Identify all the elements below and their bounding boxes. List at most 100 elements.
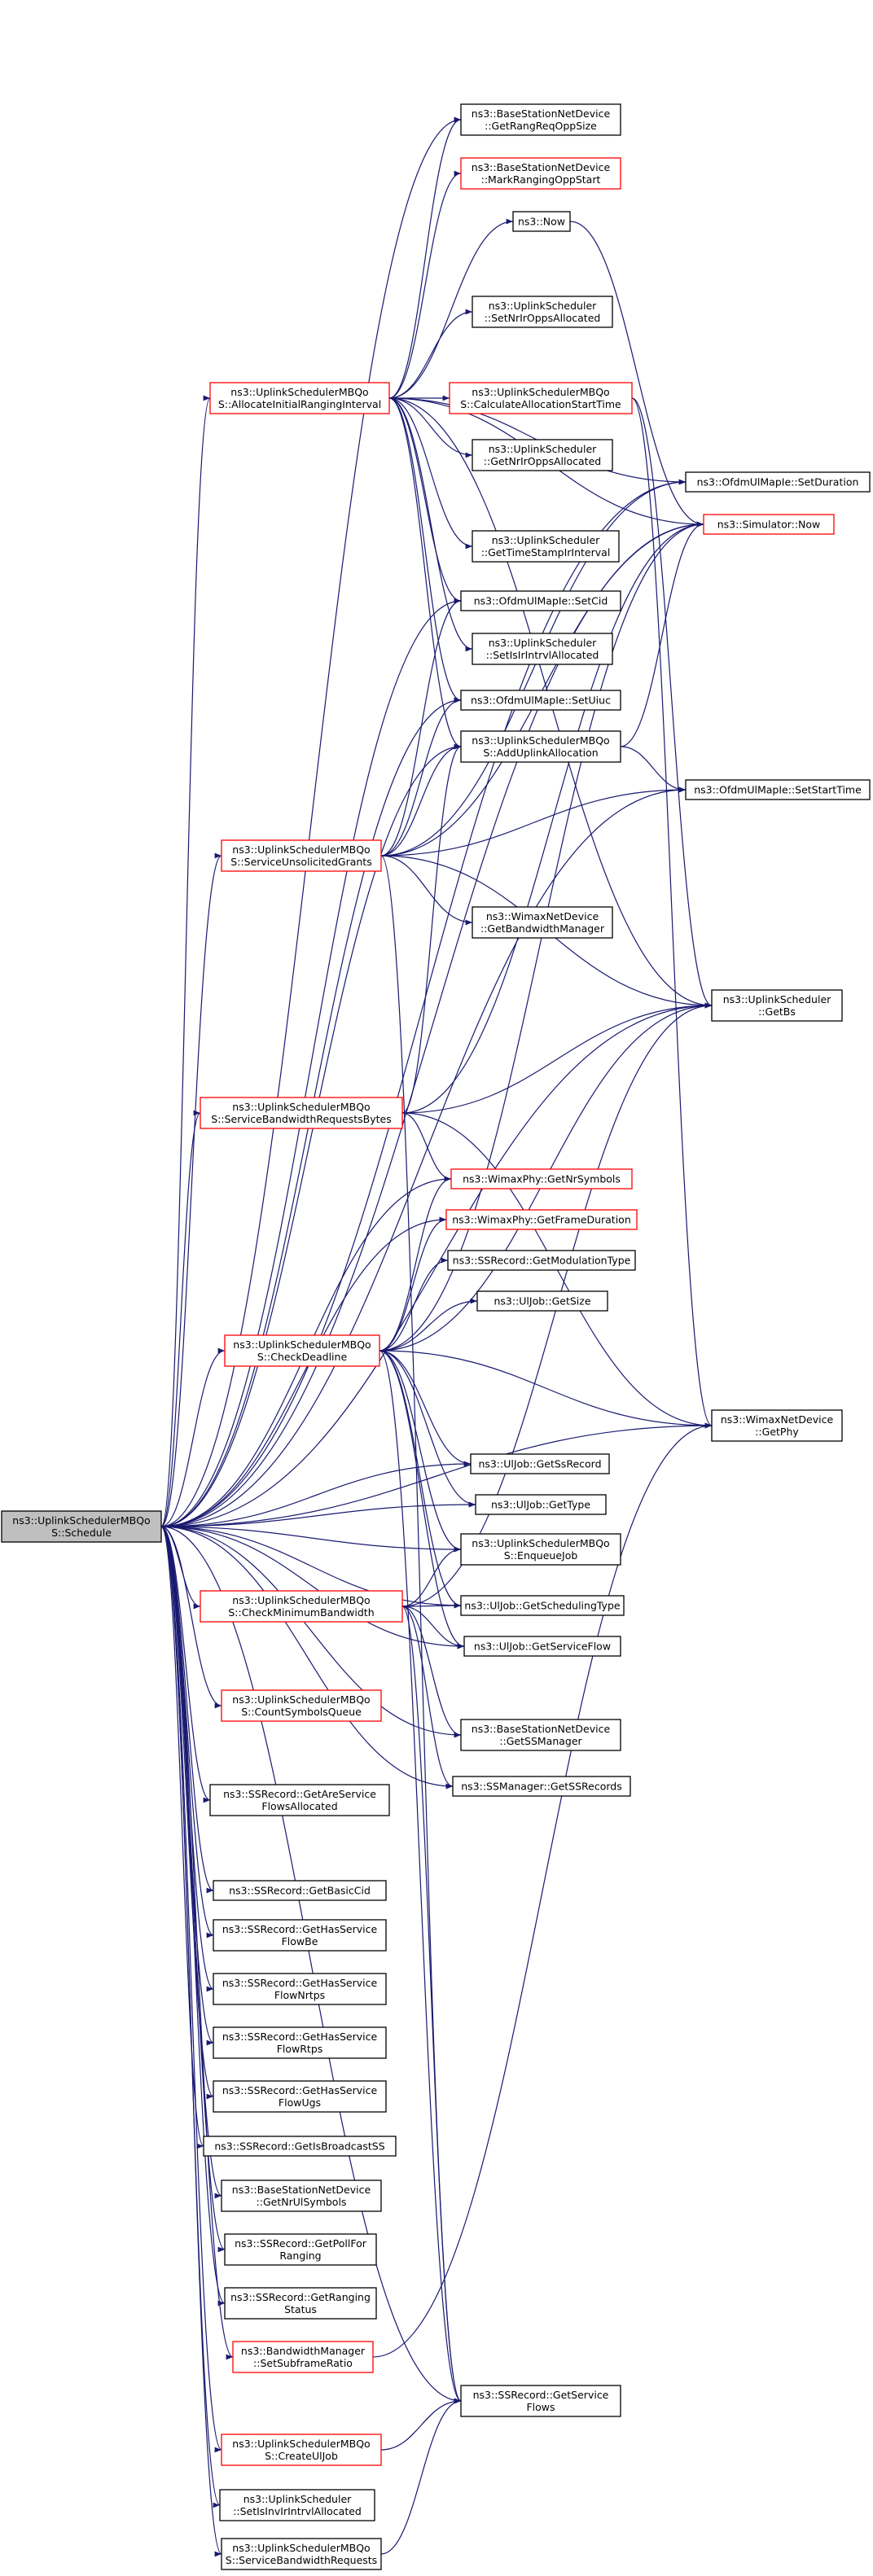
- node-label: S::AddUplinkAllocation: [483, 747, 598, 759]
- call-edge-schedule-to-count-symbols-queue: [160, 1526, 222, 1709]
- get-bandwidth-manager-node[interactable]: ns3::WimaxNetDevice::GetBandwidthManager: [472, 906, 613, 939]
- node-box: [209, 1784, 390, 1816]
- set-start-time-node[interactable]: ns3::OfdmUlMapIe::SetStartTime: [685, 779, 871, 800]
- node-label: ns3::UlJob::GetSchedulingType: [464, 1600, 621, 1612]
- node-label: ns3::UplinkScheduler: [489, 300, 597, 312]
- call-edge-schedule-to-service-unsolicited-grants: [160, 852, 222, 1527]
- calculate-allocation-start-time-node[interactable]: ns3::UplinkSchedulerMBQoS::CalculateAllo…: [449, 382, 633, 414]
- call-edge-schedule-to-get-ranging-status: [160, 1526, 226, 2307]
- get-time-stamp-ir-interval-node[interactable]: ns3::UplinkScheduler::GetTimeStampIrInte…: [472, 530, 620, 563]
- get-frame-duration-node[interactable]: ns3::WimaxPhy::GetFrameDuration: [445, 1209, 638, 1230]
- get-service-flow-node[interactable]: ns3::UlJob::GetServiceFlow: [463, 1636, 621, 1657]
- node-box: [213, 1880, 387, 1901]
- node-label: ns3::UplinkScheduler: [492, 534, 600, 546]
- call-edge-schedule-to-get-are-service-flows-allocated: [160, 1526, 211, 1803]
- call-edge-schedule-to-get-ssmanager: [160, 1526, 462, 1738]
- call-edge-service-bandwidth-requests-to-get-service-flows: [380, 2398, 462, 2555]
- call-edge-allocate-initial-ranging-to-add-uplink-allocation: [388, 397, 462, 750]
- call-edge-now-to-simulator-now: [569, 221, 704, 528]
- get-basic-cid-node[interactable]: ns3::SSRecord::GetBasicCid: [213, 1880, 387, 1901]
- get-type-node[interactable]: ns3::UlJob::GetType: [475, 1494, 607, 1515]
- node-label: S::CheckMinimumBandwidth: [228, 1606, 374, 1619]
- get-rang-req-opp-size-node[interactable]: ns3::BaseStationNetDevice::GetRangReqOpp…: [460, 103, 621, 136]
- service-unsolicited-grants-node[interactable]: ns3::UplinkSchedulerMBQoS::ServiceUnsoli…: [221, 839, 382, 872]
- call-edge-check-deadline-to-get-frame-duration: [379, 1216, 447, 1352]
- get-is-broadcast-ss-node[interactable]: ns3::SSRecord::GetIsBroadcastSS: [203, 2136, 397, 2157]
- set-nr-ir-opps-allocated-node[interactable]: ns3::UplinkScheduler::SetNrIrOppsAllocat…: [472, 296, 613, 328]
- set-uiuc-node[interactable]: ns3::OfdmUlMapIe::SetUiuc: [460, 690, 621, 711]
- call-edge-set-subframe-ratio-to-get-phy: [372, 1422, 713, 2358]
- get-nr-ul-symbols-node[interactable]: ns3::BaseStationNetDevice::GetNrUlSymbol…: [221, 2180, 382, 2212]
- node-label: ns3::UplinkSchedulerMBQo: [232, 843, 370, 856]
- node-box: [472, 906, 613, 939]
- get-size-node[interactable]: ns3::UlJob::GetSize: [476, 1290, 608, 1312]
- node-label: ::GetPhy: [755, 1426, 799, 1438]
- mark-ranging-opp-start-node[interactable]: ns3::BaseStationNetDevice::MarkRangingOp…: [460, 157, 621, 190]
- set-is-ir-intrvl-allocated-node[interactable]: ns3::UplinkScheduler::SetIsIrIntrvlAlloc…: [472, 633, 613, 665]
- call-edge-check-minimum-bandwidth-to-enqueue-job: [401, 1546, 462, 1607]
- node-label: ns3::UplinkSchedulerMBQo: [230, 386, 368, 398]
- node-label: ns3::SSRecord::GetHasService: [222, 2031, 378, 2043]
- node-label: ns3::UplinkSchedulerMBQo: [12, 1514, 150, 1527]
- node-label: ::SetNrIrOppsAllocated: [485, 312, 601, 324]
- call-edge-check-deadline-to-get-scheduling-type: [379, 1350, 462, 1609]
- get-modulation-type-node[interactable]: ns3::SSRecord::GetModulationType: [447, 1250, 636, 1271]
- allocate-initial-ranging-node[interactable]: ns3::UplinkSchedulerMBQoS::AllocateIniti…: [209, 382, 390, 414]
- service-bandwidth-requests-node[interactable]: ns3::UplinkSchedulerMBQoS::ServiceBandwi…: [221, 2538, 382, 2570]
- node-box: [445, 1209, 638, 1230]
- node-label: S::AllocateInitialRangingInterval: [218, 398, 381, 410]
- get-nr-symbols-node[interactable]: ns3::WimaxPhy::GetNrSymbols: [450, 1168, 633, 1189]
- now-node[interactable]: ns3::Now: [512, 211, 571, 232]
- node-box: [685, 779, 871, 800]
- get-ssrecords-node[interactable]: ns3::SSManager::GetSSRecords: [452, 1776, 631, 1797]
- node-label: ns3::UlJob::GetType: [491, 1499, 590, 1511]
- get-bs-node[interactable]: ns3::UplinkScheduler::GetBs: [711, 989, 843, 1022]
- set-cid-node[interactable]: ns3::OfdmUlMapIe::SetCid: [460, 590, 621, 611]
- get-are-service-flows-allocated-node[interactable]: ns3::SSRecord::GetAreServiceFlowsAllocat…: [209, 1784, 390, 1816]
- node-label: ::GetBs: [758, 1005, 796, 1018]
- get-ss-record-node[interactable]: ns3::UlJob::GetSsRecord: [470, 1453, 610, 1474]
- node-label: ns3::OfdmUlMapIe::SetCid: [474, 595, 608, 607]
- simulator-now-node[interactable]: ns3::Simulator::Now: [703, 514, 835, 535]
- node-label: ns3::UplinkSchedulerMBQo: [472, 1537, 609, 1549]
- node-label: ns3::UplinkScheduler: [723, 993, 831, 1005]
- check-minimum-bandwidth-node[interactable]: ns3::UplinkSchedulerMBQoS::CheckMinimumB…: [200, 1590, 403, 1623]
- node-box: [472, 439, 613, 471]
- get-phy-node[interactable]: ns3::WimaxNetDevice::GetPhy: [711, 1409, 843, 1442]
- node-box: [450, 1168, 633, 1189]
- node-label: ns3::SSRecord::GetModulationType: [453, 1255, 631, 1267]
- get-ssmanager-node[interactable]: ns3::BaseStationNetDevice::GetSSManager: [460, 1719, 621, 1751]
- set-subframe-ratio-node[interactable]: ns3::BandwidthManager::SetSubframeRatio: [232, 2341, 374, 2373]
- get-scheduling-type-node[interactable]: ns3::UlJob::GetSchedulingType: [460, 1595, 625, 1616]
- service-bandwidth-requests-bytes-node[interactable]: ns3::UplinkSchedulerMBQoS::ServiceBandwi…: [200, 1097, 403, 1129]
- node-label: ::GetRangReqOppSize: [485, 120, 597, 132]
- node-label: ns3::UplinkSchedulerMBQo: [232, 2438, 370, 2450]
- call-edge-add-uplink-allocation-to-set-start-time: [620, 746, 687, 793]
- node-box: [200, 1590, 403, 1623]
- node-label: S::ServiceBandwidthRequestsBytes: [211, 1113, 391, 1125]
- call-edge-schedule-to-get-scheduling-type: [160, 1526, 462, 1609]
- set-is-inv-ir-intrvl-allocated-node[interactable]: ns3::UplinkScheduler::SetIsInvIrIntrvlAl…: [219, 2489, 375, 2521]
- node-label: S::EnqueueJob: [504, 1549, 578, 1562]
- call-edge-allocate-initial-ranging-to-set-cid: [388, 397, 462, 604]
- count-symbols-queue-node[interactable]: ns3::UplinkSchedulerMBQoS::CountSymbolsQ…: [221, 1689, 382, 1722]
- call-edge-schedule-to-get-ss-record: [160, 1461, 472, 1527]
- set-duration-node[interactable]: ns3::OfdmUlMapIe::SetDuration: [685, 471, 871, 493]
- node-box: [475, 1494, 607, 1515]
- node-label: ns3::UplinkSchedulerMBQo: [232, 1101, 370, 1113]
- node-label: ns3::UplinkScheduler: [243, 2493, 352, 2505]
- call-edge-schedule-to-get-service-flows: [160, 1526, 462, 2404]
- get-nr-ir-opps-allocated-node[interactable]: ns3::UplinkScheduler::GetNrIrOppsAllocat…: [472, 439, 613, 471]
- add-uplink-allocation-node[interactable]: ns3::UplinkSchedulerMBQoS::AddUplinkAllo…: [460, 730, 621, 763]
